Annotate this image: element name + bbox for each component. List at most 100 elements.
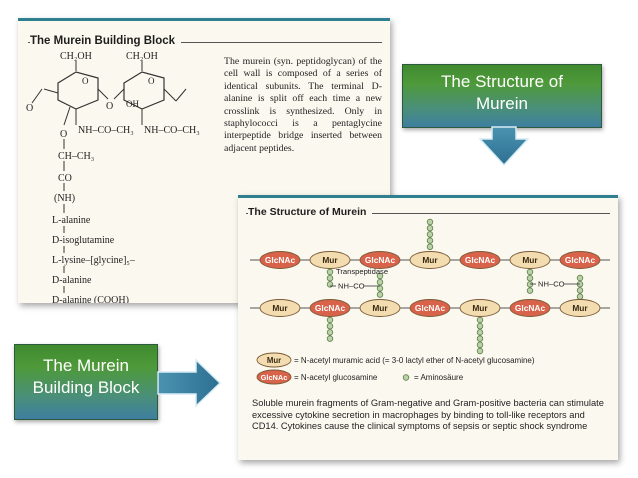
bond bbox=[113, 88, 125, 100]
oh-label: OH bbox=[126, 99, 139, 109]
callout-line-2: Murein bbox=[476, 94, 528, 113]
amino-acid-bead bbox=[526, 268, 534, 276]
nh-co-right-label: NH–CO bbox=[538, 280, 565, 289]
row1-unit-0-shape bbox=[259, 251, 301, 269]
row1-unit-1-shape bbox=[309, 251, 351, 269]
row1-unit-2-label: GlcNAc bbox=[365, 255, 396, 265]
oxygen-link-label: O bbox=[60, 129, 67, 140]
bond bbox=[31, 88, 43, 104]
nh-group-left: NH–CO–CH₃ bbox=[78, 125, 134, 136]
row2-unit-1-label: GlcNAc bbox=[315, 303, 346, 313]
row1-unit-5-shape bbox=[509, 251, 551, 269]
chain-d-alanine: D-alanine bbox=[52, 275, 92, 286]
row2-unit-2-label: Mur bbox=[372, 303, 388, 313]
title-rule bbox=[246, 213, 610, 214]
building-block-callout-box: The Murein Building Block bbox=[14, 344, 158, 420]
legend-amino-text: = Aminosäure bbox=[414, 373, 464, 382]
row1-unit-3-label: Mur bbox=[422, 255, 438, 265]
row1-unit-2-shape bbox=[359, 251, 401, 269]
row2-unit-2-shape bbox=[359, 299, 401, 317]
amino-acid-bead bbox=[426, 218, 434, 226]
amino-acid-bead bbox=[476, 322, 484, 330]
legend-glcnac-text: = N-acetyl glucosamine bbox=[294, 373, 378, 382]
amino-acid-bead bbox=[326, 275, 334, 282]
transpeptidase-label: Transpeptidase bbox=[336, 267, 388, 276]
chain-l-lysine-glycine: L-lysine–[glycine]₅– bbox=[52, 255, 136, 266]
legend-mur-text: = N-acetyl muramic acid (= 3-0 lactyl et… bbox=[294, 356, 535, 365]
row1-unit-1-label: Mur bbox=[322, 255, 338, 265]
legend-glcnac-shape bbox=[256, 369, 292, 385]
chain-d-isoglutamine: D-isoglutamine bbox=[52, 235, 115, 246]
chain-l-alanine: L-alanine bbox=[52, 215, 91, 226]
row2-unit-1-shape bbox=[309, 299, 351, 317]
amino-acid-bead bbox=[426, 237, 434, 244]
ch2oh-right-label: CH₂OH bbox=[126, 51, 158, 62]
nh-group-right: NH–CO–CH₃ bbox=[144, 125, 200, 136]
amino-acid-bead bbox=[326, 329, 334, 336]
amino-acid-bead bbox=[376, 285, 384, 292]
nh-co-left-label: NH–CO bbox=[338, 282, 365, 291]
legend-glcnac-label: GlcNAc bbox=[261, 373, 288, 382]
amino-acid-bead bbox=[526, 281, 534, 288]
amino-acid-bead bbox=[326, 322, 334, 330]
amino-acid-bead bbox=[376, 278, 384, 286]
legend-mur-shape bbox=[256, 352, 292, 368]
row1-unit-6-label: GlcNAc bbox=[565, 255, 596, 265]
amino-acid-bead bbox=[526, 275, 534, 282]
ch2oh-left-label: CH₂OH bbox=[60, 51, 92, 62]
amino-acid-bead bbox=[526, 287, 534, 294]
callout-line-1: The Structure of bbox=[441, 72, 563, 91]
amino-acid-bead bbox=[476, 341, 484, 348]
amino-acid-bead bbox=[326, 335, 334, 342]
amino-acid-bead bbox=[576, 287, 584, 294]
row2-unit-6-shape bbox=[559, 299, 601, 317]
row1-unit-4-shape bbox=[459, 251, 501, 269]
structure-callout-box: The Structure of Murein bbox=[402, 64, 602, 128]
ring-oxygen-left: O bbox=[82, 76, 89, 86]
row1-unit-5-label: Mur bbox=[522, 255, 538, 265]
nh-label: (NH) bbox=[54, 193, 75, 204]
amino-acid-bead bbox=[376, 272, 384, 280]
row2-unit-3-label: GlcNAc bbox=[415, 303, 446, 313]
murein-description: The murein (syn. peptidoglycan) of the c… bbox=[224, 56, 382, 154]
row2-unit-4-shape bbox=[459, 299, 501, 317]
oxygen-left-label: O bbox=[26, 103, 33, 114]
row2-unit-5-shape bbox=[509, 299, 551, 317]
card-title: The Murein Building Block bbox=[30, 35, 182, 47]
bond bbox=[97, 88, 109, 100]
disaccharide-structure: CH₂OH CH₂OH O O OH O O NH–CO–CH₃ NH–CO–C… bbox=[26, 51, 200, 303]
right-sugar-ring bbox=[123, 71, 165, 110]
murein-building-block-card: The Murein Building Block CH₂OH CH₂OH O … bbox=[18, 18, 390, 303]
cytokine-description: Soluble murein fragments of Gram-negativ… bbox=[252, 398, 604, 432]
row2-unit-0-label: Mur bbox=[272, 303, 288, 313]
row2-unit-6-label: Mur bbox=[572, 303, 588, 313]
row1-unit-6-shape bbox=[559, 251, 601, 269]
amino-acid-bead bbox=[326, 316, 334, 324]
row2-unit-3-shape bbox=[409, 299, 451, 317]
legend-mur-label: Mur bbox=[267, 356, 281, 365]
oxygen-mid-label: O bbox=[106, 101, 113, 112]
title-rule bbox=[28, 42, 382, 43]
row1-unit-0-label: GlcNAc bbox=[265, 255, 296, 265]
row1-unit-4-label: GlcNAc bbox=[465, 255, 496, 265]
row2-unit-0-shape bbox=[259, 299, 301, 317]
amino-acid-bead bbox=[476, 316, 484, 324]
callout-line-2: Building Block bbox=[32, 378, 140, 397]
amino-acid-bead bbox=[426, 243, 434, 250]
amino-acid-bead bbox=[426, 224, 434, 232]
amino-acid-bead bbox=[476, 347, 484, 355]
amino-acid-bead bbox=[576, 274, 584, 282]
left-sugar-ring bbox=[57, 71, 99, 110]
amino-acid-bead bbox=[476, 329, 484, 336]
amino-acid-bead bbox=[426, 231, 434, 238]
ch-ch3-label: CH–CH₃ bbox=[58, 151, 94, 162]
row2-unit-5-label: GlcNAc bbox=[515, 303, 546, 313]
bond bbox=[63, 106, 71, 126]
amino-acid-bead bbox=[376, 291, 384, 298]
bond bbox=[163, 88, 177, 102]
co-label: CO bbox=[58, 173, 72, 184]
chain-d-alanine-cooh: D-alanine (COOH) bbox=[52, 295, 129, 303]
amino-acid-bead bbox=[402, 374, 410, 381]
bond bbox=[43, 88, 59, 94]
